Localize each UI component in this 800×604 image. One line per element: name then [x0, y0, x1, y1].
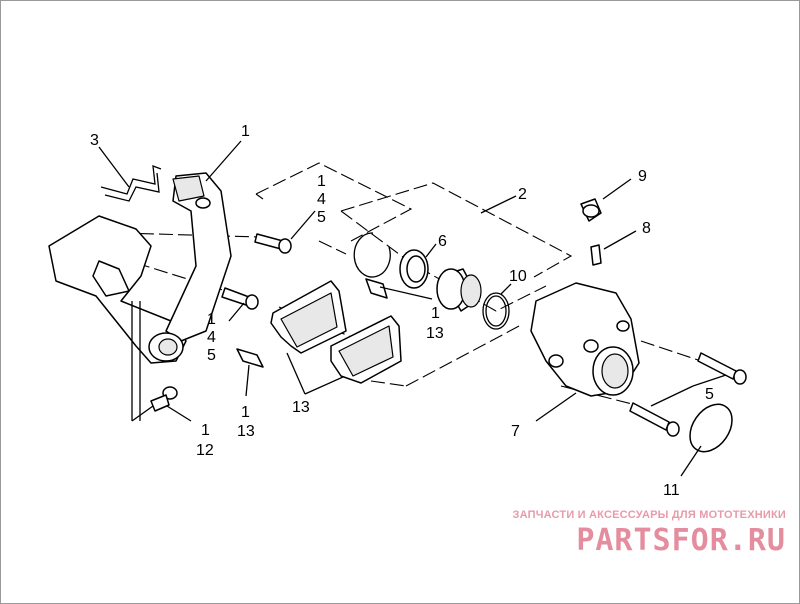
callout-1: 1 [201, 422, 210, 439]
callout-1: 1 [207, 311, 216, 328]
piston-seal [399, 249, 429, 289]
callout-4: 4 [207, 329, 216, 346]
callout-12: 12 [196, 442, 214, 459]
mounting-bolt-lower [629, 402, 680, 437]
o-ring [482, 292, 510, 330]
group-outlines [255, 162, 573, 387]
callout-6: 6 [438, 233, 447, 250]
snap-ring [353, 232, 391, 278]
caliper-bracket [48, 172, 232, 364]
cover-plug [689, 403, 733, 453]
pad-clip-lower [236, 348, 264, 368]
brake-pad-outer [270, 280, 347, 354]
callout-1: 1 [241, 404, 250, 421]
callout-4: 4 [317, 191, 326, 208]
bracket-fitting [150, 386, 178, 412]
callout-13: 13 [426, 325, 444, 342]
caliper-housing [530, 282, 640, 397]
piston [436, 268, 482, 312]
pad-clip-small [365, 278, 388, 299]
watermark: ЗАПЧАСТИ И АКСЕССУАРЫ ДЛЯ МОТОТЕХНИКИ PA… [486, 509, 786, 569]
callout-1: 1 [241, 123, 250, 140]
callout-7: 7 [511, 423, 520, 440]
callout-labels: 1 3 1 4 5 2 6 9 8 10 1 13 1 4 5 5 7 13 1… [90, 123, 714, 499]
watermark-logo: PARTSFOR.RU [576, 523, 786, 558]
callout-5: 5 [207, 347, 216, 364]
callout-3: 3 [90, 132, 99, 149]
callout-2: 2 [518, 186, 527, 203]
callout-13: 13 [292, 399, 310, 416]
callout-11: 11 [663, 482, 680, 499]
bleeder-cap [580, 198, 602, 222]
watermark-tagline: ЗАПЧАСТИ И АКСЕССУАРЫ ДЛЯ МОТОТЕХНИКИ [512, 509, 786, 521]
pin-bolt-lower [221, 287, 259, 310]
callout-1: 1 [431, 305, 440, 322]
callout-9: 9 [638, 168, 647, 185]
mounting-bolt-upper [697, 352, 747, 385]
spring-clip [100, 165, 162, 202]
pin-bolt-upper [254, 233, 292, 254]
callout-10: 10 [509, 268, 527, 285]
brake-pad-inner [330, 315, 402, 384]
callout-5: 5 [317, 209, 326, 226]
callout-5: 5 [705, 386, 714, 403]
bleeder-valve [590, 244, 602, 266]
callout-8: 8 [642, 220, 651, 237]
callout-1: 1 [317, 173, 326, 190]
callout-13: 13 [237, 423, 255, 440]
leader-lines [98, 140, 727, 477]
